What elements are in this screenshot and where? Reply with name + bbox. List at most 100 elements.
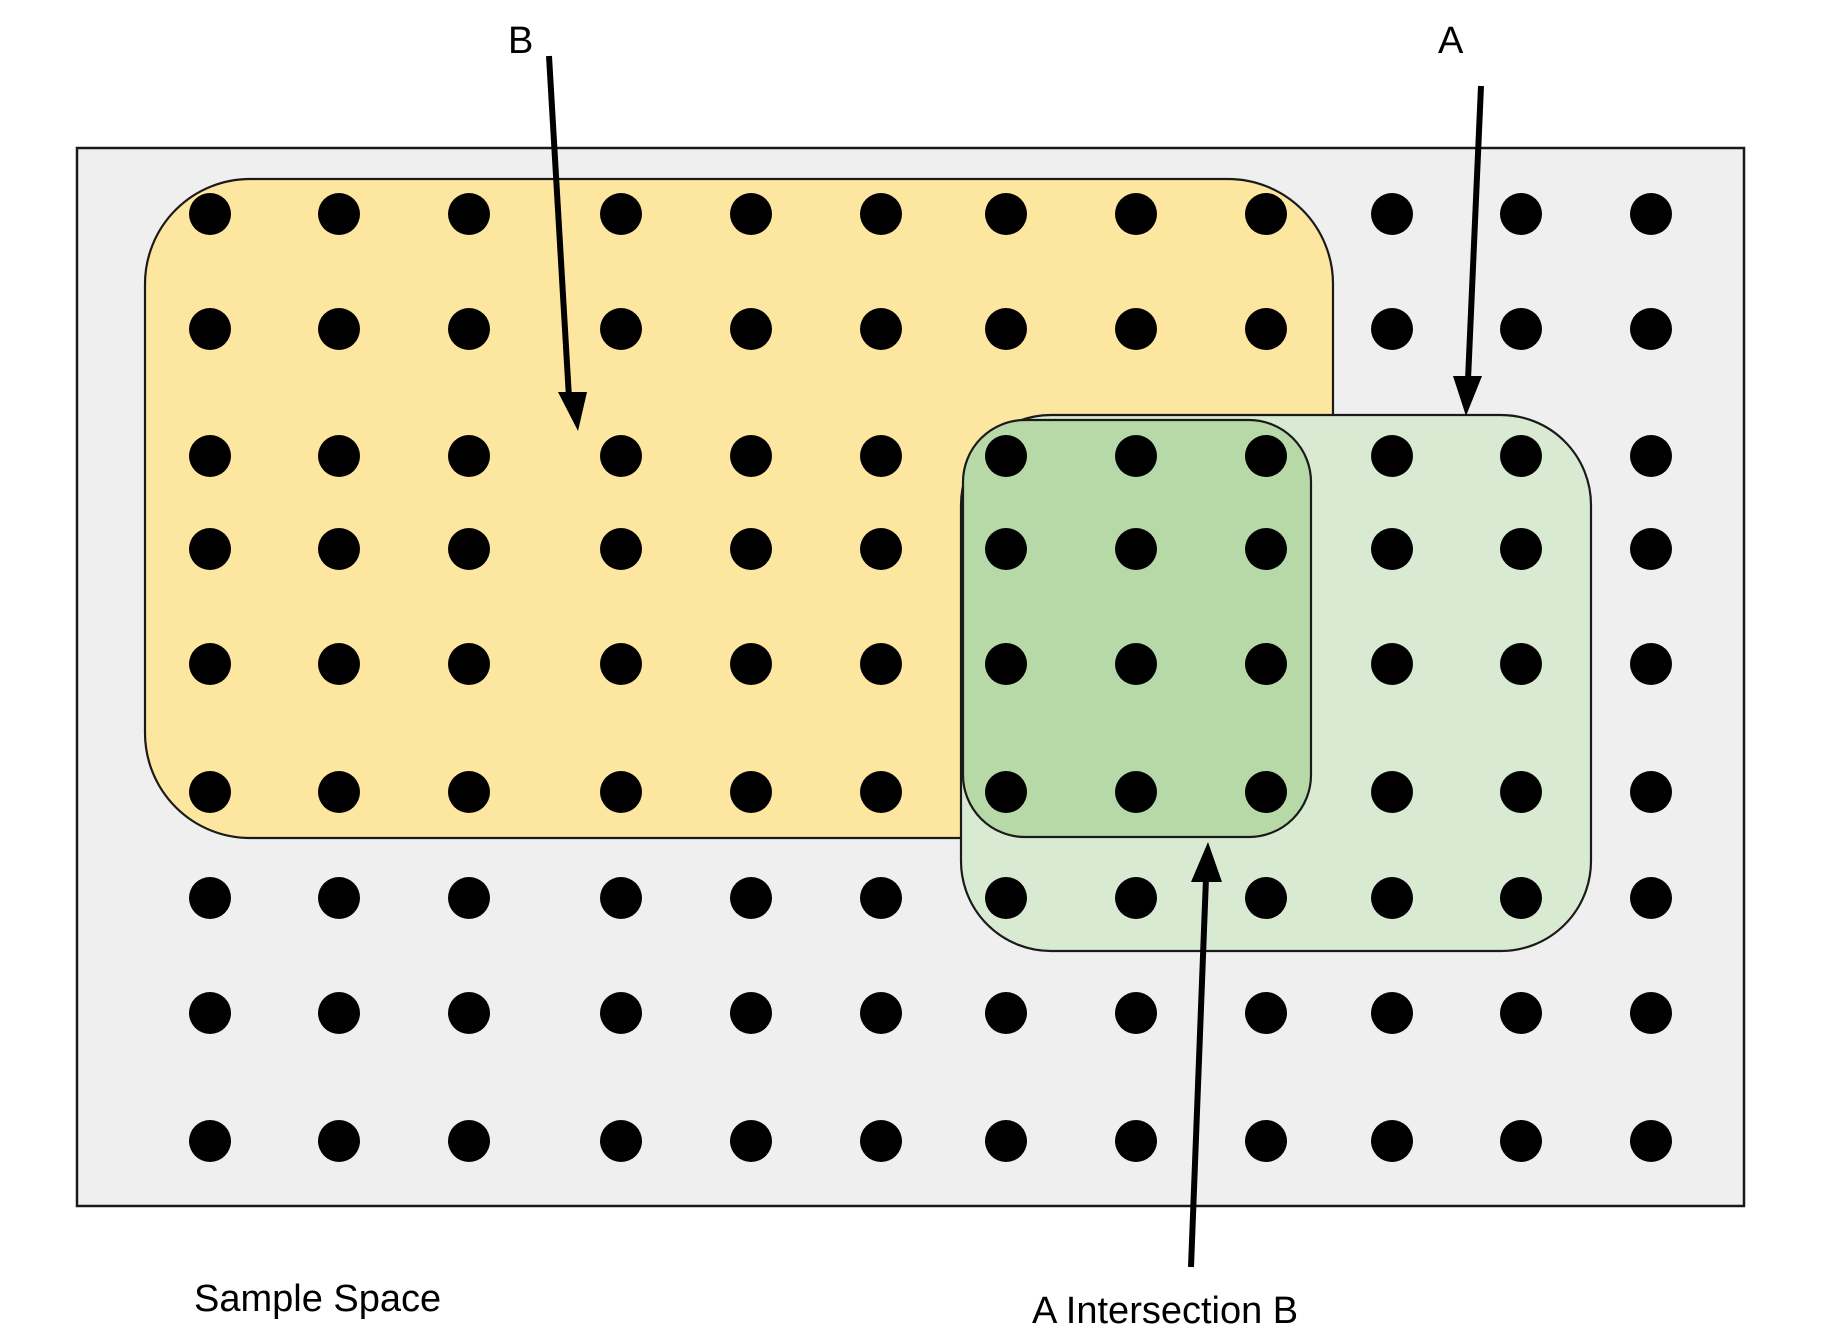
outcome-dot <box>448 643 490 685</box>
outcome-dot <box>600 435 642 477</box>
outcome-dot <box>318 528 360 570</box>
outcome-dot <box>730 308 772 350</box>
outcome-dot <box>318 308 360 350</box>
outcome-dot <box>985 1120 1027 1162</box>
outcome-dot <box>860 992 902 1034</box>
outcome-dot <box>189 1120 231 1162</box>
outcome-dot <box>189 771 231 813</box>
outcome-dot <box>1245 1120 1287 1162</box>
outcome-dot <box>985 435 1027 477</box>
arrow-to-intersection <box>1188 842 1222 1268</box>
outcome-dot <box>1245 308 1287 350</box>
outcome-dot <box>1115 528 1157 570</box>
outcome-dot <box>730 992 772 1034</box>
set-a-label: A <box>1438 20 1464 62</box>
outcome-dot <box>1630 193 1672 235</box>
outcome-dot <box>1630 435 1672 477</box>
outcome-dot <box>1245 435 1287 477</box>
outcome-dots <box>189 193 1672 1162</box>
outcome-dot <box>860 193 902 235</box>
outcome-dot <box>985 877 1027 919</box>
outcome-dot <box>985 992 1027 1034</box>
outcome-dot <box>600 1120 642 1162</box>
outcome-dot <box>448 435 490 477</box>
arrow-to-b <box>546 55 587 431</box>
outcome-dot <box>1371 877 1413 919</box>
outcome-dot <box>1630 771 1672 813</box>
outcome-dot <box>600 992 642 1034</box>
outcome-dot <box>189 528 231 570</box>
outcome-dot <box>1371 1120 1413 1162</box>
outcome-dot <box>189 992 231 1034</box>
outcome-dot <box>1371 992 1413 1034</box>
outcome-dot <box>985 771 1027 813</box>
outcome-dot <box>1500 528 1542 570</box>
outcome-dot <box>1630 1120 1672 1162</box>
outcome-dot <box>1500 643 1542 685</box>
outcome-dot <box>189 308 231 350</box>
outcome-dot <box>1115 193 1157 235</box>
outcome-dot <box>448 877 490 919</box>
outcome-dot <box>318 193 360 235</box>
outcome-dot <box>318 1120 360 1162</box>
outcome-dot <box>1371 771 1413 813</box>
outcome-dot <box>1500 992 1542 1034</box>
outcome-dot <box>318 992 360 1034</box>
outcome-dot <box>1630 643 1672 685</box>
outcome-dot <box>730 771 772 813</box>
outcome-dot <box>448 1120 490 1162</box>
sample-space-label: Sample Space <box>194 1278 442 1320</box>
outcome-dot <box>860 877 902 919</box>
outcome-dot <box>189 435 231 477</box>
outcome-dot <box>860 435 902 477</box>
outcome-dot <box>1245 193 1287 235</box>
outcome-dot <box>600 643 642 685</box>
outcome-dot <box>1245 643 1287 685</box>
outcome-dot <box>318 771 360 813</box>
outcome-dot <box>1115 992 1157 1034</box>
outcome-dot <box>1245 877 1287 919</box>
outcome-dot <box>1630 877 1672 919</box>
outcome-dot <box>600 193 642 235</box>
outcome-dot <box>1371 435 1413 477</box>
outcome-dot <box>860 528 902 570</box>
outcome-dot <box>1371 308 1413 350</box>
intersection-label: A Intersection B <box>1032 1290 1299 1332</box>
outcome-dot <box>730 435 772 477</box>
outcome-dot <box>600 877 642 919</box>
outcome-dot <box>1500 193 1542 235</box>
outcome-dot <box>318 877 360 919</box>
outcome-dot <box>1371 193 1413 235</box>
outcome-dot <box>860 643 902 685</box>
outcome-dot <box>1500 435 1542 477</box>
outcome-dot <box>1115 643 1157 685</box>
outcome-dot <box>730 1120 772 1162</box>
outcome-dot <box>1371 643 1413 685</box>
outcome-dot <box>1371 528 1413 570</box>
outcome-dot <box>730 643 772 685</box>
outcome-dot <box>1245 992 1287 1034</box>
outcome-dot <box>600 528 642 570</box>
outcome-dot <box>318 435 360 477</box>
outcome-dot <box>448 528 490 570</box>
outcome-dot <box>1500 771 1542 813</box>
outcome-dot <box>860 1120 902 1162</box>
outcome-dot <box>1115 435 1157 477</box>
outcome-dot <box>730 877 772 919</box>
outcome-dot <box>1115 877 1157 919</box>
outcome-dot <box>1500 308 1542 350</box>
outcome-dot <box>189 643 231 685</box>
outcome-dot <box>448 308 490 350</box>
outcome-dot <box>730 193 772 235</box>
outcome-dot <box>1500 1120 1542 1162</box>
outcome-dot <box>600 771 642 813</box>
outcome-dot <box>985 193 1027 235</box>
outcome-dot <box>1245 771 1287 813</box>
outcome-dot <box>1630 992 1672 1034</box>
outcome-dot <box>448 992 490 1034</box>
outcome-dot <box>1115 1120 1157 1162</box>
arrow-to-a <box>1453 85 1484 416</box>
outcome-dot <box>318 643 360 685</box>
outcome-dot <box>985 308 1027 350</box>
